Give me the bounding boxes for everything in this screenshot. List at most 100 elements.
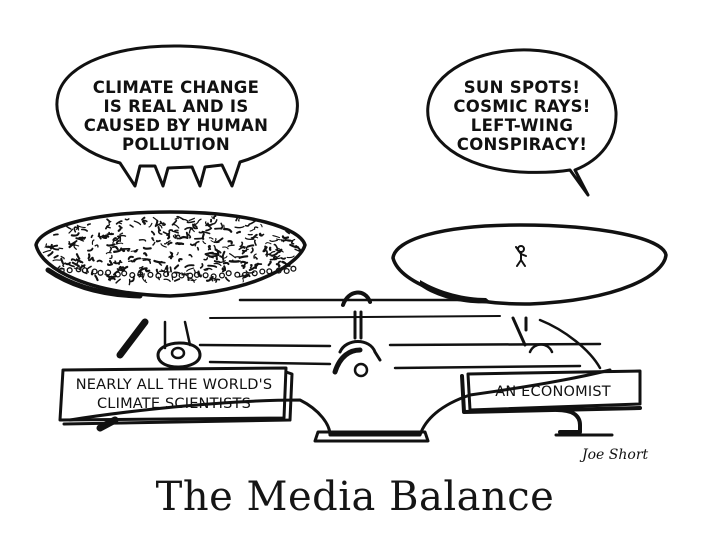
crowd-scribble — [221, 250, 226, 258]
crowd-scribble — [91, 256, 95, 262]
crowd-scribble — [248, 220, 256, 225]
crowd-scribble — [142, 246, 152, 250]
crowd-scribble — [253, 226, 259, 230]
crowd-scribble — [176, 235, 184, 240]
scientist-head — [66, 267, 73, 274]
scientist-head — [225, 270, 232, 277]
crowd-scribble — [169, 251, 174, 260]
crowd-scribble — [73, 226, 77, 233]
crowd-scribble — [276, 238, 283, 241]
crowd-scribble — [152, 241, 156, 246]
crowd-scribble — [187, 276, 190, 281]
crowd-scribble — [115, 220, 123, 225]
crowd-scribble — [273, 256, 276, 261]
crowd-scribble — [167, 233, 171, 240]
crowd-scribble — [235, 216, 239, 222]
crowd-scribble — [160, 269, 166, 272]
crowd-scribble — [222, 227, 233, 233]
crowd-scribble — [240, 260, 247, 264]
crowd-scribble — [173, 264, 180, 270]
crowd-scribble — [105, 251, 112, 255]
crowd-scribble — [144, 279, 148, 284]
crowd-scribble — [91, 239, 95, 245]
crowd-scribble — [240, 241, 244, 248]
crowd-scribble — [58, 247, 64, 250]
right-speech-bubble: SUN SPOTS! COSMIC RAYS! LEFT-WING CONSPI… — [426, 48, 618, 197]
crowd-scribble — [218, 260, 222, 264]
left-scale-pan — [34, 210, 307, 299]
crowd-scribble — [194, 222, 199, 226]
right-pan-label-plate: AN ECONOMIST — [460, 369, 642, 414]
crowd-scribble — [108, 259, 114, 266]
crowd-scribble — [141, 258, 151, 260]
crowd-scribble — [88, 257, 93, 262]
left-pan-label-plate: NEARLY ALL THE WORLD'S CLIMATE SCIENTIST… — [58, 366, 294, 426]
scientist-head — [251, 270, 258, 277]
crowd-scribble — [213, 244, 217, 251]
crowd-scribble — [207, 264, 218, 268]
crowd-scribble — [176, 215, 185, 221]
crowd-scribble — [188, 227, 192, 234]
crowd-scribble — [272, 254, 277, 258]
crowd-scribble — [118, 225, 123, 229]
right-label-line-1: AN ECONOMIST — [495, 384, 611, 400]
scientist-head — [275, 267, 282, 274]
crowd-scribble — [205, 227, 213, 232]
crowd-scribble — [68, 228, 74, 234]
crowd-scribble — [53, 254, 59, 259]
crowd-scribble — [52, 233, 59, 236]
crowd-scribble — [70, 258, 77, 262]
crowd-scribble — [164, 265, 169, 270]
crowd-scribble — [109, 247, 113, 253]
scientist-head — [137, 271, 144, 278]
crowd-scribble — [189, 226, 194, 230]
scientist-head — [266, 268, 273, 275]
crowd-scribble — [189, 243, 196, 247]
crowd-scribble — [75, 258, 84, 264]
left-label-line-1: NEARLY ALL THE WORLD'S — [76, 377, 273, 393]
crowd-scribble — [127, 255, 134, 260]
crowd-scribble — [102, 234, 109, 239]
crowd-scribble — [81, 228, 88, 232]
crowd-scribble — [244, 223, 250, 227]
crowd-scribble — [116, 234, 127, 238]
crowd-scribble — [267, 260, 272, 267]
crowd-scribble — [70, 232, 80, 237]
scientist-head — [218, 272, 226, 279]
crowd-scribble — [156, 224, 163, 229]
crowd-scribble — [192, 224, 199, 230]
scientist-head — [290, 265, 297, 272]
crowd-scribble — [144, 268, 151, 272]
crowd-scribble — [121, 265, 129, 272]
crowd-scribble — [214, 278, 221, 281]
crowd-scribble — [213, 262, 222, 267]
crowd-scribble — [172, 223, 180, 229]
crowd-scribble — [75, 224, 79, 231]
crowd-scribble — [196, 246, 200, 251]
crowd-scribble — [212, 215, 217, 220]
crowd-scribble — [159, 220, 165, 225]
crowd-scribble — [219, 255, 225, 261]
crowd-scribble — [119, 232, 124, 236]
scientist-head — [241, 271, 248, 278]
crowd-scribble — [155, 239, 161, 243]
crowd-scribble — [138, 267, 148, 273]
crowd-scribble — [188, 253, 193, 258]
crowd-scribble — [112, 245, 118, 250]
crowd-scribble — [171, 219, 178, 226]
crowd-scribble — [241, 249, 245, 255]
crowd-scribble — [175, 234, 181, 238]
crowd-scribble — [169, 266, 172, 273]
crowd-scribble — [246, 244, 255, 248]
crowd-scribble — [113, 248, 123, 253]
crowd-scribble — [60, 257, 64, 265]
crowd-scribble — [75, 253, 81, 260]
crowd-scribble — [208, 254, 218, 258]
crowd-scribble — [87, 247, 94, 252]
crowd-scribble — [294, 248, 300, 252]
scientist-head — [171, 271, 178, 279]
crowd-scribble — [277, 260, 282, 268]
crowd-scribble — [162, 223, 166, 226]
crowd-scribble — [120, 247, 126, 253]
crowd-scribble — [188, 217, 195, 221]
